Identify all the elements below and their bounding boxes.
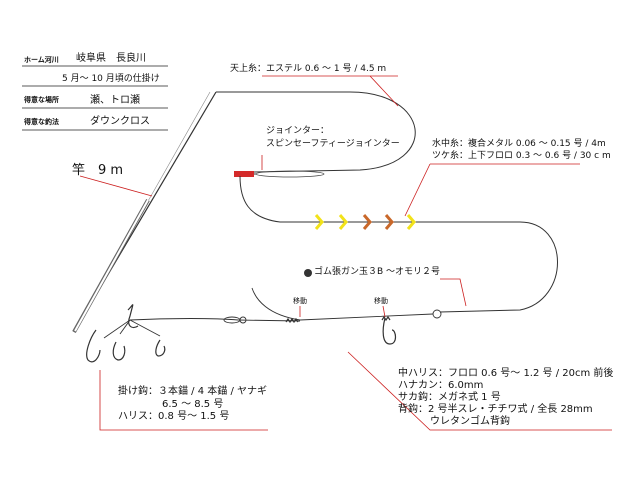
nose-ring <box>223 316 247 324</box>
move-label-1: 移動 <box>293 297 307 305</box>
jointer-label-1: ジョインター： <box>266 126 330 136</box>
move-label-2: 移動 <box>374 297 388 305</box>
tenjo-ito-line <box>216 91 416 173</box>
suichu-ito-line <box>239 175 558 313</box>
info-value-good-method: ダウンクロス <box>90 116 150 127</box>
leader-spec: 中ハリス：フロロ 0.6 号〜 1.2 号 / 20cm 前後 ハナカン：6.0… <box>398 368 613 428</box>
tenjo-ito-label: 天上糸：エステル 0.6 〜 1 号 / 4.5 m <box>230 64 387 74</box>
hook-spec: 掛け鈎：３本錨 / 4 本錨 / ヤナギ 6.5 〜 8.5 号 ハリス：0.8… <box>118 386 267 424</box>
hook-spec-line-1: 掛け鈎：３本錨 / 4 本錨 / ヤナギ <box>118 386 267 397</box>
sinker-ball <box>304 269 312 277</box>
jointer-label-2: スピンセーフティージョインター <box>266 139 400 149</box>
leader-spec-line-5: ウレタンゴム背鈎 <box>430 416 510 427</box>
suichu-pointer <box>404 163 431 217</box>
leader-spec-line-3: サカ鈎：メガネ式 1 号 <box>398 392 501 403</box>
tsuke-ito-label: ツケ糸：上下フロロ 0.3 〜 0.6 号 / 30 c m <box>432 151 611 161</box>
leader-spec-line-1: 中ハリス：フロロ 0.6 号〜 1.2 号 / 20cm 前後 <box>398 368 614 379</box>
leader-lines <box>103 287 442 339</box>
leader-spec-line-4: 背鈎：2 号半スレ・チチワ式 / 全長 28mm <box>398 404 593 415</box>
leader-spec-line-2: ハナカン：6.0mm <box>398 380 484 391</box>
rod <box>72 91 217 333</box>
hooks <box>86 304 166 363</box>
hook-spec-line-3: ハリス：0.8 号〜 1.5 号 <box>118 411 230 422</box>
jointer <box>234 170 325 178</box>
leader-pointer <box>347 351 612 431</box>
rod-pointer <box>79 175 153 197</box>
hook-spec-line-2: 6.5 〜 8.5 号 <box>162 398 224 410</box>
info-label-home-river: ホーム河川 <box>24 56 59 64</box>
sinker-label: ゴム張ガン玉３B 〜オモリ２号 <box>314 267 441 277</box>
suichu-ito-label: 水中糸：複合メタル 0.06 〜 0.15 号 / 4m <box>432 139 606 149</box>
info-value-good-place: 瀬、トロ瀬 <box>90 95 140 106</box>
hook-pointer <box>99 370 268 431</box>
sinker-pointer <box>440 278 467 307</box>
info-table-rules <box>22 65 168 131</box>
info-label-good-method: 得意な釣法 <box>24 118 59 126</box>
move-marks <box>285 315 391 324</box>
back-hook <box>382 317 397 345</box>
line-markers <box>314 214 416 230</box>
info-value-season: 5 月〜 10 月頃の仕掛け <box>62 74 160 84</box>
info-label-good-place: 得意な場所 <box>24 96 59 104</box>
info-value-home-river: 岐阜県 長良川 <box>76 53 146 64</box>
rod-label: 竿 9 m <box>72 163 124 178</box>
